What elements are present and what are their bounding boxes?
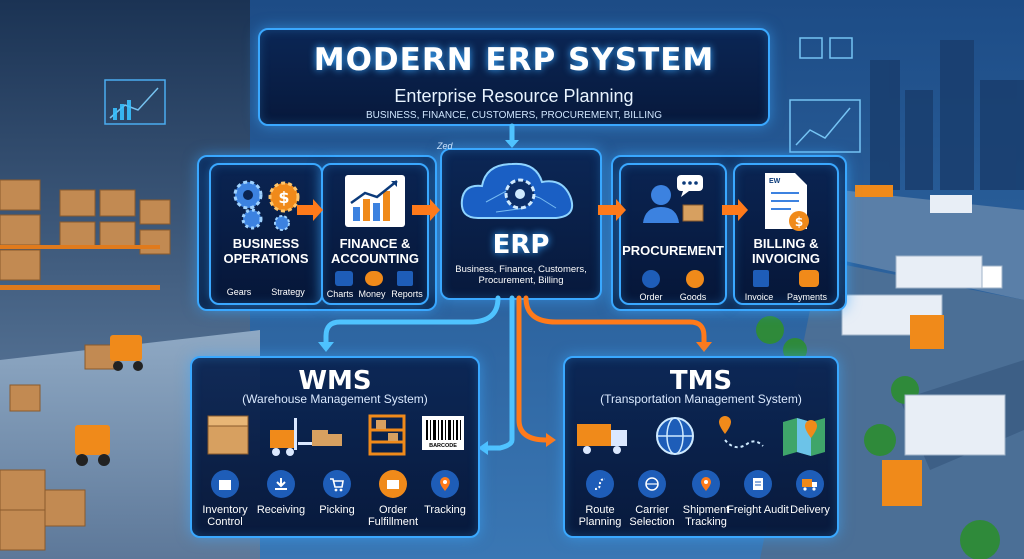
shipment-pin-icon (692, 470, 720, 498)
tms-feature-delivery[interactable]: Delivery (779, 470, 841, 516)
tms-icon-row (577, 416, 825, 456)
tms-feature-shipment-tracking[interactable]: Shipment Tracking (675, 470, 737, 528)
procurement-card[interactable]: PROCUREMENT Order Goods (619, 163, 727, 305)
svg-text:$: $ (795, 215, 803, 229)
billing-mini-icons (753, 270, 819, 287)
invoice-label: Invoice (744, 292, 774, 302)
svg-text:$: $ (278, 188, 289, 207)
tms-panel[interactable]: TMS (Transportation Management System) R… (563, 356, 839, 538)
goods-label: Goods (679, 292, 707, 302)
tms-title: TMS (669, 366, 733, 396)
box-icon (207, 415, 249, 455)
truck-icon (577, 424, 627, 454)
audit-document-icon (744, 470, 772, 498)
wms-feature-tracking[interactable]: Tracking (414, 470, 476, 516)
inventory-icon (211, 470, 239, 498)
wms-title: WMS (298, 366, 372, 396)
finance-mini-icons (335, 271, 413, 286)
reports-label: Reports (391, 289, 423, 299)
business-operations-label: BUSINESS OPERATIONS (223, 236, 309, 266)
order-label: Order (639, 292, 663, 302)
strategy-label: Strategy (271, 287, 305, 297)
route-icon (719, 416, 764, 449)
wms-feature-order-fulfillment[interactable]: Order Fulfillment (362, 470, 424, 528)
wms-feature-picking[interactable]: Picking (306, 470, 368, 516)
gears-label: Gears (226, 287, 252, 297)
business-operations-card[interactable]: $ BUSINESS OPERATIONS Gears Strategy (209, 163, 323, 305)
forklift-icon (270, 418, 342, 456)
payments-label: Payments (786, 292, 828, 302)
finance-accounting-label: FINANCE & ACCOUNTING (330, 236, 420, 266)
wms-icon-row (207, 414, 464, 456)
tms-feature-carrier-selection[interactable]: Carrier Selection (621, 470, 683, 528)
wms-panel[interactable]: WMS (Warehouse Management System) BARCOD… (190, 356, 480, 538)
wms-feature-receiving[interactable]: Receiving (250, 470, 312, 516)
cart-icon (323, 470, 351, 498)
erp-core-panel[interactable]: ERP Business, Finance, Customers, Procur… (440, 148, 602, 300)
tms-feature-route-planning[interactable]: Route Planning (569, 470, 631, 528)
receiving-icon (267, 470, 295, 498)
shelf-icon (368, 414, 406, 456)
cloud-tag: Zed (437, 141, 453, 151)
buyer-icon (643, 175, 704, 223)
bar-chart-icon (345, 175, 405, 227)
location-pin-icon (431, 470, 459, 498)
finance-accounting-card[interactable]: FINANCE & ACCOUNTING Charts Money Report… (321, 163, 429, 305)
route-planning-icon (586, 470, 614, 498)
map-icon (783, 418, 825, 456)
invoice-doc-label: EW (769, 178, 781, 185)
billing-invoicing-label: BILLING & INVOICING (752, 236, 820, 266)
money-label: Money (358, 289, 386, 299)
erp-label: ERP (492, 230, 550, 260)
fulfillment-icon (379, 470, 407, 498)
title-banner: MODERN ERP SYSTEM Enterprise Resource Pl… (258, 28, 770, 126)
cloud-network-icon (460, 162, 574, 219)
charts-label: Charts (326, 289, 354, 299)
page-title: MODERN ERP SYSTEM (313, 42, 715, 78)
globe-icon (656, 417, 694, 455)
tms-feature-freight-audit[interactable]: Freight Audit (727, 470, 789, 516)
barcode-label: BARCODE (429, 443, 457, 449)
title-tags: BUSINESS, FINANCE, CUSTOMERS, PROCUREMEN… (366, 110, 662, 121)
wms-subtitle: (Warehouse Management System) (242, 392, 428, 406)
billing-invoicing-card[interactable]: $ EW BILLING & INVOICING Invoice Payment… (733, 163, 839, 305)
page-subtitle: Enterprise Resource Planning (394, 86, 634, 106)
invoice-document-icon: $ (765, 173, 809, 231)
tms-subtitle: (Transportation Management System) (600, 392, 802, 406)
procurement-label: PROCUREMENT (622, 243, 724, 258)
gears-icon: $ (233, 180, 300, 231)
procurement-mini-icons (642, 270, 704, 288)
barcode-icon (422, 416, 464, 450)
erp-description: Business, Finance, Customers, Procuremen… (455, 264, 587, 286)
delivery-truck-icon (796, 470, 824, 498)
carrier-icon (638, 470, 666, 498)
wms-feature-inventory-control[interactable]: Inventory Control (194, 470, 256, 528)
